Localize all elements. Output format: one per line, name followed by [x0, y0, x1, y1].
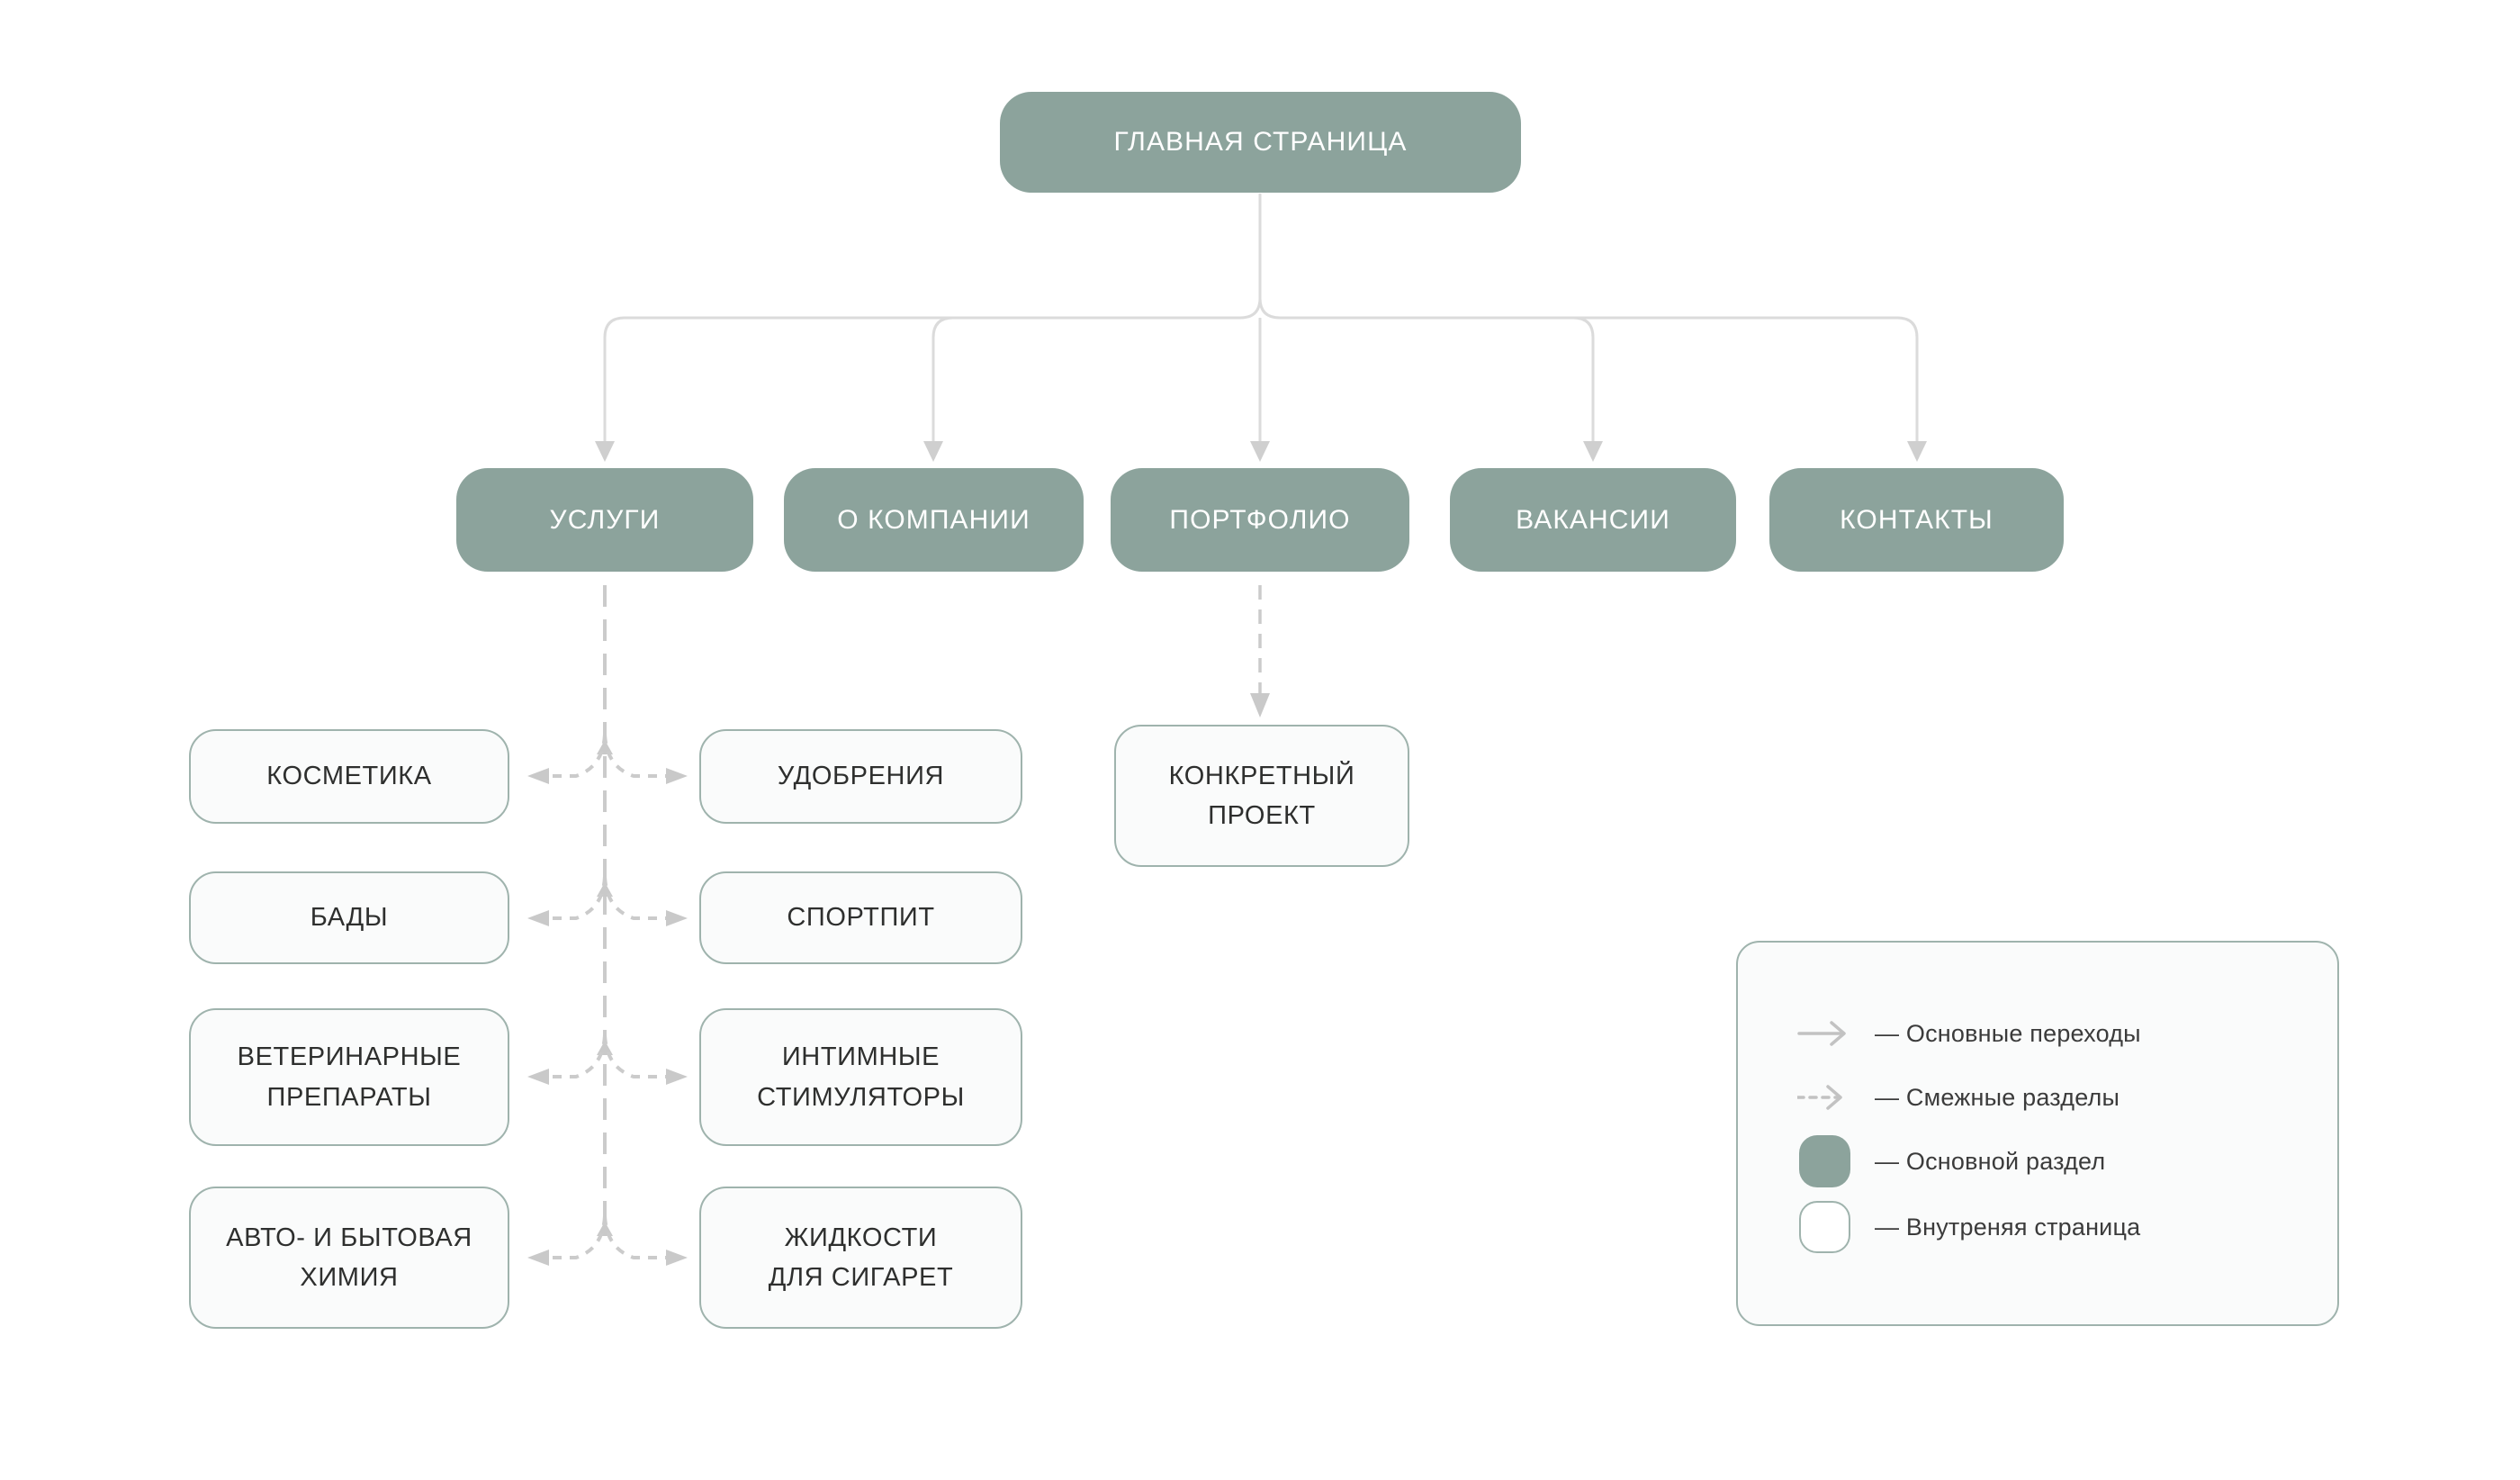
node-services[interactable]: УСЛУГИ	[456, 468, 753, 572]
node-auto-household-chemicals[interactable]: АВТО- И БЫТОВАЯ ХИМИЯ	[189, 1187, 509, 1329]
node-label: АВТО- И БЫТОВАЯ ХИМИЯ	[226, 1223, 472, 1292]
node-cosmetics[interactable]: КОСМЕТИКА	[189, 729, 509, 824]
legend-label: — Основные переходы	[1875, 1019, 2141, 1047]
up-arrow-icon	[597, 1222, 613, 1236]
fork-row-2	[527, 876, 688, 926]
legend-label: — Внутреняя страница	[1875, 1213, 2141, 1241]
right-arrow-icon	[666, 768, 688, 784]
node-label: О КОМПАНИИ	[837, 504, 1030, 535]
node-contacts[interactable]: КОНТАКТЫ	[1769, 468, 2064, 572]
legend-label: — Основной раздел	[1875, 1147, 2106, 1175]
node-dietary-supplements[interactable]: БАДЫ	[189, 871, 509, 964]
node-label: ВАКАНСИИ	[1516, 504, 1670, 535]
node-cigarette-liquids[interactable]: ЖИДКОСТИ ДЛЯ СИГАРЕТ	[699, 1187, 1022, 1329]
node-label: ВЕТЕРИНАРНЫЕ ПРЕПАРАТЫ	[237, 1042, 462, 1112]
dashed-arrow-icon	[1797, 1065, 1851, 1130]
right-arrow-icon	[666, 910, 688, 926]
node-fertilizers[interactable]: УДОБРЕНИЯ	[699, 729, 1022, 824]
node-vacancies[interactable]: ВАКАНСИИ	[1450, 468, 1736, 572]
right-arrow-icon	[666, 1069, 688, 1085]
node-label: УСЛУГИ	[549, 504, 661, 535]
down-arrow-icon	[1250, 693, 1270, 717]
legend: — Основные переходы — Смежные разделы — …	[1736, 941, 2339, 1326]
inner-page-swatch	[1797, 1195, 1851, 1259]
node-intimate-stimulators[interactable]: ИНТИМНЫЕ СТИМУЛЯТОРЫ	[699, 1008, 1022, 1146]
node-veterinary-drugs[interactable]: ВЕТЕРИНАРНЫЕ ПРЕПАРАТЫ	[189, 1008, 509, 1146]
node-label: ИНТИМНЫЕ СТИМУЛЯТОРЫ	[757, 1042, 965, 1112]
down-arrow-icon	[595, 441, 615, 462]
node-label: ГЛАВНАЯ СТРАНИЦА	[1113, 127, 1408, 158]
fork-row-3	[527, 1034, 688, 1085]
left-arrow-icon	[527, 1250, 549, 1266]
up-arrow-icon	[597, 1041, 613, 1055]
down-arrow-icon	[923, 441, 943, 462]
node-label: ПОРТФОЛИО	[1169, 504, 1351, 535]
right-arrow-icon	[666, 1250, 688, 1266]
legend-label: — Смежные разделы	[1875, 1083, 2120, 1111]
up-arrow-icon	[597, 740, 613, 754]
fork-row-1	[527, 734, 688, 784]
primary-section-swatch	[1797, 1129, 1851, 1194]
node-sport-nutrition[interactable]: СПОРТПИТ	[699, 871, 1022, 964]
node-main-page[interactable]: ГЛАВНАЯ СТРАНИЦА	[1000, 92, 1521, 193]
node-label: СПОРТПИТ	[787, 903, 935, 933]
down-arrow-icon	[1907, 441, 1927, 462]
node-specific-project[interactable]: КОНКРЕТНЫЙ ПРОЕКТ	[1114, 725, 1409, 867]
down-arrow-icon	[1583, 441, 1603, 462]
node-about-company[interactable]: О КОМПАНИИ	[784, 468, 1084, 572]
portfolio-child-arrow	[1250, 585, 1270, 717]
legend-item-main-transitions: — Основные переходы	[1797, 1001, 2141, 1066]
node-label: КОНКРЕТНЫЙ ПРОЕКТ	[1168, 761, 1355, 830]
fork-row-4	[527, 1215, 688, 1266]
node-label: БАДЫ	[310, 903, 389, 933]
left-arrow-icon	[527, 1069, 549, 1085]
node-portfolio[interactable]: ПОРТФОЛИО	[1111, 468, 1409, 572]
node-label: КОНТАКТЫ	[1840, 504, 1994, 535]
up-arrow-icon	[597, 882, 613, 897]
solid-arrow-icon	[1797, 1001, 1851, 1066]
node-label: ЖИДКОСТИ ДЛЯ СИГАРЕТ	[768, 1223, 954, 1292]
node-label: УДОБРЕНИЯ	[777, 762, 945, 791]
legend-item-inner-page: — Внутреняя страница	[1797, 1195, 2140, 1259]
legend-item-adjacent-sections: — Смежные разделы	[1797, 1065, 2120, 1130]
legend-item-main-section: — Основной раздел	[1797, 1129, 2105, 1194]
main-transitions-tree	[595, 194, 1927, 462]
left-arrow-icon	[527, 910, 549, 926]
down-arrow-icon	[1250, 441, 1270, 462]
node-label: КОСМЕТИКА	[266, 762, 432, 791]
left-arrow-icon	[527, 768, 549, 784]
